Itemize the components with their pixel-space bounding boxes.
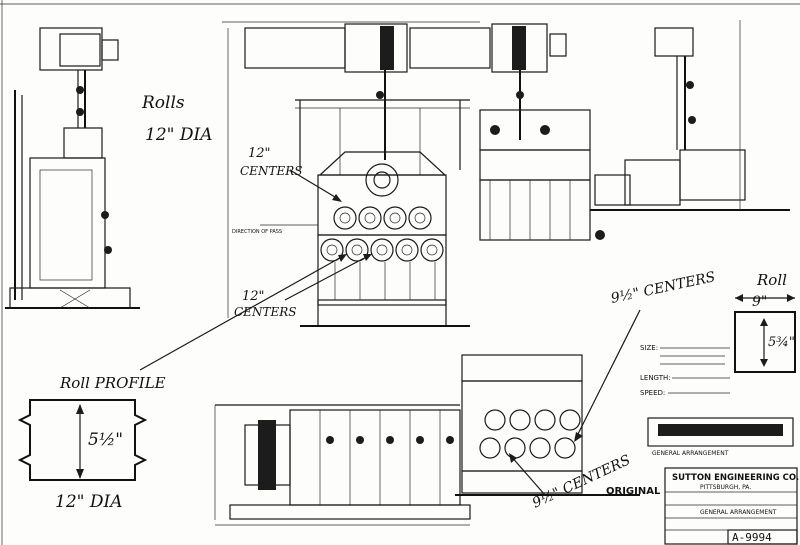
arrow-line <box>509 454 546 496</box>
centers-9-bottom-note: 9½" CENTERS <box>509 452 633 512</box>
profile-height-label: 5½" <box>88 430 123 450</box>
roll-profile-note: Roll PROFILE <box>59 254 347 392</box>
rolls-label: Rolls <box>141 93 185 113</box>
centers-9-top-note: 9½" CENTERS <box>574 269 717 442</box>
arrow-line <box>284 254 371 301</box>
roll-section-sketch: Roll 9" 5¾" <box>734 271 796 373</box>
roll-profile-label: Roll PROFILE <box>59 374 166 392</box>
arrowhead-icon <box>509 453 517 463</box>
profile-diameter-label: 12" DIA <box>55 492 122 512</box>
drawing-number: A-9994 <box>732 531 772 544</box>
title-block: GENERAL ARRANGEMENT ORIGINAL SUTTON ENGI… <box>606 417 799 545</box>
arrowhead-icon <box>338 254 347 262</box>
spec-notes: SIZE: LENGTH: SPEED: DIRECTION OF PASS <box>232 229 730 397</box>
arrowhead-icon <box>574 432 583 442</box>
general-arrangement-label: GENERAL ARRANGEMENT <box>652 450 729 457</box>
centers-12-top-value: 12" <box>248 146 271 161</box>
original-stamp: ORIGINAL <box>606 486 661 497</box>
arrow-line <box>574 309 641 441</box>
speed-note: SPEED: <box>640 389 665 397</box>
roll-section-label: Roll <box>756 271 787 289</box>
length-note: LENGTH: <box>640 374 671 382</box>
front-elevation-main <box>222 21 567 327</box>
left-side-elevation <box>5 27 140 309</box>
arrowhead-icon <box>363 254 372 261</box>
centers-12-top-note: 12" CENTERS <box>240 146 342 202</box>
roll-height-label: 5¾" <box>768 335 795 350</box>
roll-profile-sketch: 5½" 12" DIA <box>17 399 148 512</box>
rolls-diameter-label: 12" DIA <box>145 125 212 145</box>
gear-stand-elevation <box>479 109 605 241</box>
size-note: SIZE: <box>640 344 658 352</box>
centers-9-top-label: 9½" CENTERS <box>610 269 717 307</box>
arrow-line <box>139 254 346 371</box>
right-end-view <box>590 20 790 211</box>
direction-of-pass-note: DIRECTION OF PASS <box>232 229 282 235</box>
drawing-title: GENERAL ARRANGEMENT <box>700 509 777 516</box>
company-city: PITTSBURGH, PA. <box>700 484 751 491</box>
centers-12-mid-value: 12" <box>242 289 265 304</box>
company-name: SUTTON ENGINEERING CO. <box>672 473 799 483</box>
centers-12-top-word: CENTERS <box>240 164 302 178</box>
centers-12-mid-note: 12" CENTERS <box>234 254 372 319</box>
arrow-line <box>289 169 341 201</box>
roll-width-label: 9" <box>752 294 767 310</box>
rolls-note: Rolls 12" DIA <box>141 93 212 145</box>
plan-view <box>214 404 471 526</box>
arrowhead-icon <box>332 194 342 202</box>
